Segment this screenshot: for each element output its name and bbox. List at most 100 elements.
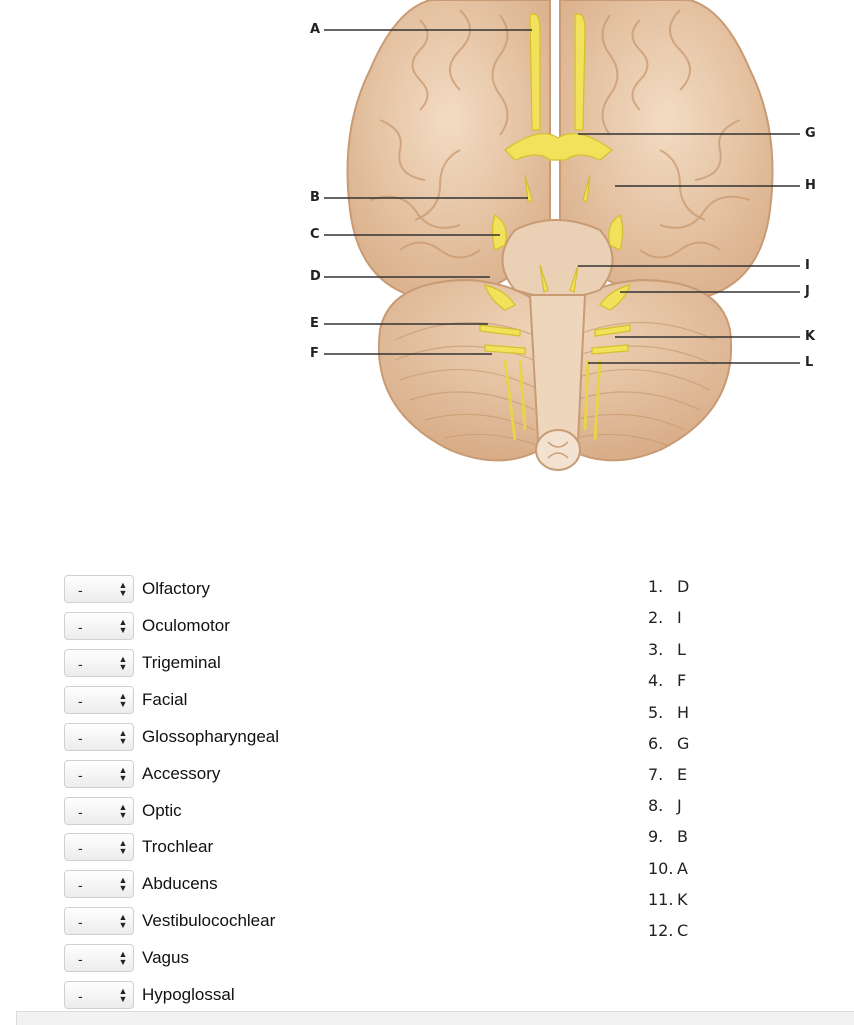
brain-illustration — [324, 0, 800, 471]
option-number: 4. — [648, 670, 664, 690]
select-arrows-icon: ▲▼ — [118, 949, 128, 967]
answer-select[interactable]: - ▲▼ — [64, 797, 134, 825]
option-letter: I — [677, 607, 682, 627]
option-letter: C — [677, 920, 689, 940]
answer-select[interactable]: - ▲▼ — [64, 723, 134, 751]
brain-diagram: A B C D E F G H I J K L — [0, 0, 854, 500]
option-letter: D — [677, 576, 690, 596]
option-letter: K — [677, 889, 688, 909]
answer-option: 10.A — [648, 856, 688, 880]
select-arrows-icon: ▲▼ — [118, 838, 128, 856]
select-arrows-icon: ▲▼ — [118, 802, 128, 820]
nerve-label: Oculomotor — [142, 616, 230, 635]
select-value: - — [78, 767, 83, 783]
answer-select[interactable]: -▲▼ — [64, 833, 134, 861]
option-letter: A — [677, 858, 688, 878]
match-row-facial: -▲▼ Facial — [64, 685, 187, 715]
oculomotor — [524, 174, 591, 203]
answer-option: 2. I — [648, 605, 682, 629]
option-number: 7. — [648, 764, 664, 784]
option-number: 6. — [648, 733, 664, 753]
option-letter: J — [677, 795, 682, 815]
answer-option: 7. E — [648, 762, 687, 786]
option-letter: B — [677, 826, 688, 846]
option-letter: H — [677, 702, 690, 722]
select-value: - — [78, 730, 83, 746]
bottom-toolbar — [16, 1011, 854, 1025]
answer-select[interactable]: - ▲▼ — [64, 944, 134, 972]
option-letter: E — [677, 764, 688, 784]
answer-select[interactable]: - ▲▼ — [64, 981, 134, 1009]
nerve-label: Trigeminal — [142, 653, 221, 672]
hypoglossal-rootlets — [503, 359, 602, 441]
match-row-olfactory: -▲▼ Olfactory — [64, 574, 210, 604]
select-value: - — [78, 988, 83, 1004]
option-letter: F — [677, 670, 687, 690]
nerve-label: Vestibulocochlear — [142, 911, 276, 930]
match-row-trigeminal: - ▲▼ Trigeminal — [64, 648, 221, 678]
callout-l: L — [805, 355, 814, 370]
match-row-glossopharyngeal: -▲▼ Glossopharyngeal — [64, 722, 279, 752]
select-value: - — [78, 804, 83, 820]
callout-g: G — [805, 126, 816, 141]
option-number: 3. — [648, 639, 664, 659]
callout-f: F — [310, 346, 319, 361]
trigeminal — [491, 214, 624, 251]
callout-c: C — [310, 227, 320, 242]
facial-vestibular — [484, 284, 631, 311]
answer-select[interactable]: - ▲▼ — [64, 649, 134, 677]
answer-option: 4. F — [648, 668, 686, 692]
answer-select[interactable]: -▲▼ — [64, 870, 134, 898]
option-number: 12. — [648, 920, 674, 940]
select-value: - — [78, 951, 83, 967]
select-arrows-icon: ▲▼ — [118, 765, 128, 783]
callout-j: J — [805, 284, 810, 299]
callout-k: K — [805, 329, 816, 344]
answer-select[interactable]: - ▲▼ — [64, 575, 134, 603]
select-value: - — [78, 656, 83, 672]
match-row-abducens: -▲▼ Abducens — [64, 869, 218, 899]
callout-i: I — [805, 258, 810, 273]
select-arrows-icon: ▲▼ — [118, 728, 128, 746]
match-row-trochlear: -▲▼ Trochlear — [64, 832, 213, 862]
nerve-label: Hypoglossal — [142, 985, 235, 1004]
select-arrows-icon: ▲▼ — [118, 617, 128, 635]
answer-option: 11.K — [648, 887, 688, 911]
answer-select[interactable]: -▲▼ — [64, 686, 134, 714]
option-number: 1. — [648, 576, 664, 596]
select-arrows-icon: ▲▼ — [118, 875, 128, 893]
match-row-vagus: -▲▼ Vagus — [64, 943, 189, 973]
option-number: 2. — [648, 607, 664, 627]
cranial-nerves — [479, 13, 631, 441]
leader-lines — [324, 29, 800, 364]
match-row-hypoglossal: - ▲▼ Hypoglossal — [64, 980, 235, 1010]
answer-option: 6. G — [648, 731, 689, 755]
option-letter: G — [677, 733, 690, 753]
answer-option: 9. B — [648, 824, 688, 848]
option-number: 5. — [648, 702, 664, 722]
select-arrows-icon: ▲▼ — [118, 986, 128, 1004]
answer-option: 3. L — [648, 637, 686, 661]
nerve-label: Trochlear — [142, 837, 214, 856]
olfactory-tracts — [529, 13, 586, 131]
callout-e: E — [310, 316, 319, 331]
answer-select[interactable]: - ▲▼ — [64, 760, 134, 788]
answer-select[interactable]: -▲▼ — [64, 907, 134, 935]
callout-h: H — [805, 178, 816, 193]
select-value: - — [78, 914, 83, 930]
select-arrows-icon: ▲▼ — [118, 654, 128, 672]
answer-select[interactable]: -▲▼ — [64, 612, 134, 640]
select-arrows-icon: ▲▼ — [118, 580, 128, 598]
match-row-vestibulocochlear: -▲▼ Vestibulocochlear — [64, 906, 275, 936]
spinal-cord-section — [535, 429, 581, 471]
select-value: - — [78, 582, 83, 598]
answer-option: 1. D — [648, 574, 689, 598]
answer-option: 5. H — [648, 700, 689, 724]
lower-nerves — [479, 324, 631, 355]
option-number: 11. — [648, 889, 674, 909]
callout-a: A — [310, 22, 321, 37]
option-letter: L — [677, 639, 686, 659]
nerve-label: Abducens — [142, 874, 218, 893]
callout-b: B — [310, 190, 320, 205]
option-number: 9. — [648, 826, 664, 846]
